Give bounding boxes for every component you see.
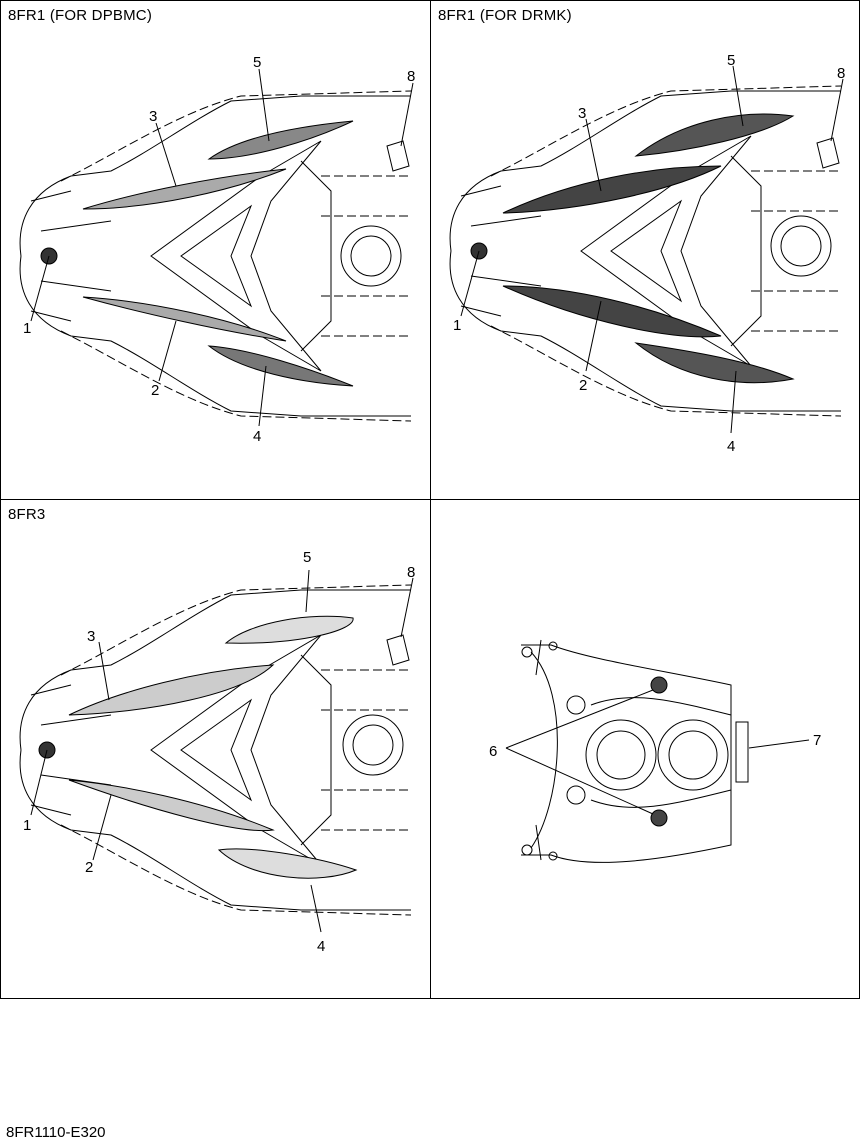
decal-8 [386, 140, 410, 172]
panel-title: 8FR3 [8, 506, 46, 523]
decals [38, 615, 410, 879]
panel-title: 8FR1 (FOR DRMK) [438, 7, 572, 24]
hood-decal-diagram: 1 2 3 4 5 8 [19, 54, 415, 445]
decal-3 [502, 165, 722, 214]
decal-5 [224, 615, 354, 644]
decal-8 [816, 137, 840, 169]
callout-3: 3 [87, 628, 95, 645]
callout-7: 7 [813, 732, 821, 749]
leaders [30, 569, 414, 933]
label-7 [735, 721, 749, 783]
callout-5: 5 [253, 54, 261, 71]
rear-parts [650, 676, 749, 827]
callout-2: 2 [151, 382, 159, 399]
leaders [30, 68, 414, 427]
decal-4 [217, 848, 358, 879]
callout-8: 8 [837, 65, 845, 82]
callout-8: 8 [407, 564, 415, 581]
decal-8 [386, 634, 410, 666]
callout-4: 4 [253, 428, 261, 445]
panel-rear-view: 6 7 [430, 499, 860, 999]
callout-5: 5 [727, 52, 735, 69]
hood-outline [19, 584, 412, 916]
callout-6: 6 [489, 743, 497, 760]
panel-title: 8FR1 (FOR DPBMC) [8, 7, 153, 24]
decal-4 [634, 342, 795, 384]
drawing-code: 8FR1110-E320 [6, 1124, 106, 1141]
emblem-6-upper [650, 676, 668, 694]
decal-5 [207, 120, 354, 160]
decal-5 [634, 113, 795, 157]
emblem-6-lower [650, 809, 668, 827]
callout-5: 5 [303, 549, 311, 566]
callout-3: 3 [578, 105, 586, 122]
callout-4: 4 [317, 938, 325, 955]
decal-3 [68, 664, 275, 716]
hood-decal-diagram: 1 2 3 4 5 8 [449, 52, 845, 455]
rear-cover-outline [521, 639, 732, 863]
callout-2: 2 [85, 859, 93, 876]
callout-1: 1 [453, 317, 461, 334]
leaders [505, 689, 810, 815]
decals [470, 113, 840, 384]
callout-2: 2 [579, 377, 587, 394]
panel-8fr1-dpbmc: 8FR1 (FOR DPBMC) [0, 0, 431, 500]
callout-1: 1 [23, 817, 31, 834]
decal-3 [82, 168, 287, 210]
decal-4 [207, 345, 354, 387]
rear-cover-diagram: 6 7 [489, 639, 821, 863]
callout-4: 4 [727, 438, 735, 455]
callout-8: 8 [407, 68, 415, 85]
decal-2 [82, 296, 287, 342]
panel-8fr3: 8FR3 [0, 499, 431, 999]
leaders [460, 65, 844, 434]
hood-outline [19, 90, 412, 422]
hood-decal-diagram: 1 2 3 4 5 8 [19, 549, 415, 955]
decal-2 [502, 285, 722, 338]
decals [40, 120, 410, 387]
hood-outline [449, 85, 842, 417]
decal-2 [68, 779, 275, 832]
panel-8fr1-drmk: 8FR1 (FOR DRMK) [430, 0, 860, 500]
callout-1: 1 [23, 320, 31, 337]
callout-3: 3 [149, 108, 157, 125]
